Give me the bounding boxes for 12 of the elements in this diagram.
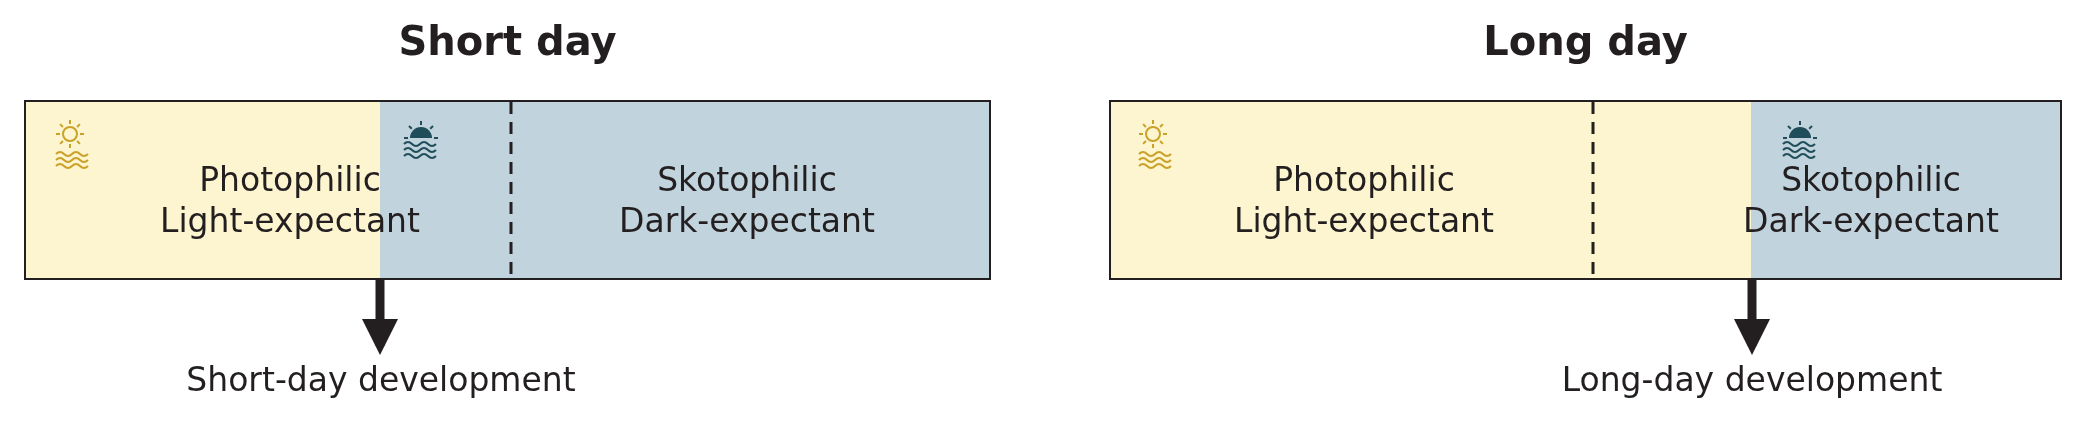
- day-bar: [1109, 100, 2062, 280]
- phase-label: Skotophilic Dark-expectant: [1726, 158, 2016, 242]
- arrow: [1734, 280, 1770, 355]
- phase-label: Photophilic Light-expectant: [1219, 158, 1509, 242]
- phase-label: Skotophilic Dark-expectant: [602, 158, 892, 242]
- arrow: [362, 280, 398, 355]
- heading: Short day: [398, 18, 617, 64]
- phase-label: Photophilic Light-expectant: [145, 158, 435, 242]
- day-bar: [24, 100, 991, 280]
- outcome-label: Short-day development: [186, 360, 576, 399]
- heading: Long day: [1483, 18, 1688, 64]
- outcome-label: Long-day development: [1561, 360, 1943, 399]
